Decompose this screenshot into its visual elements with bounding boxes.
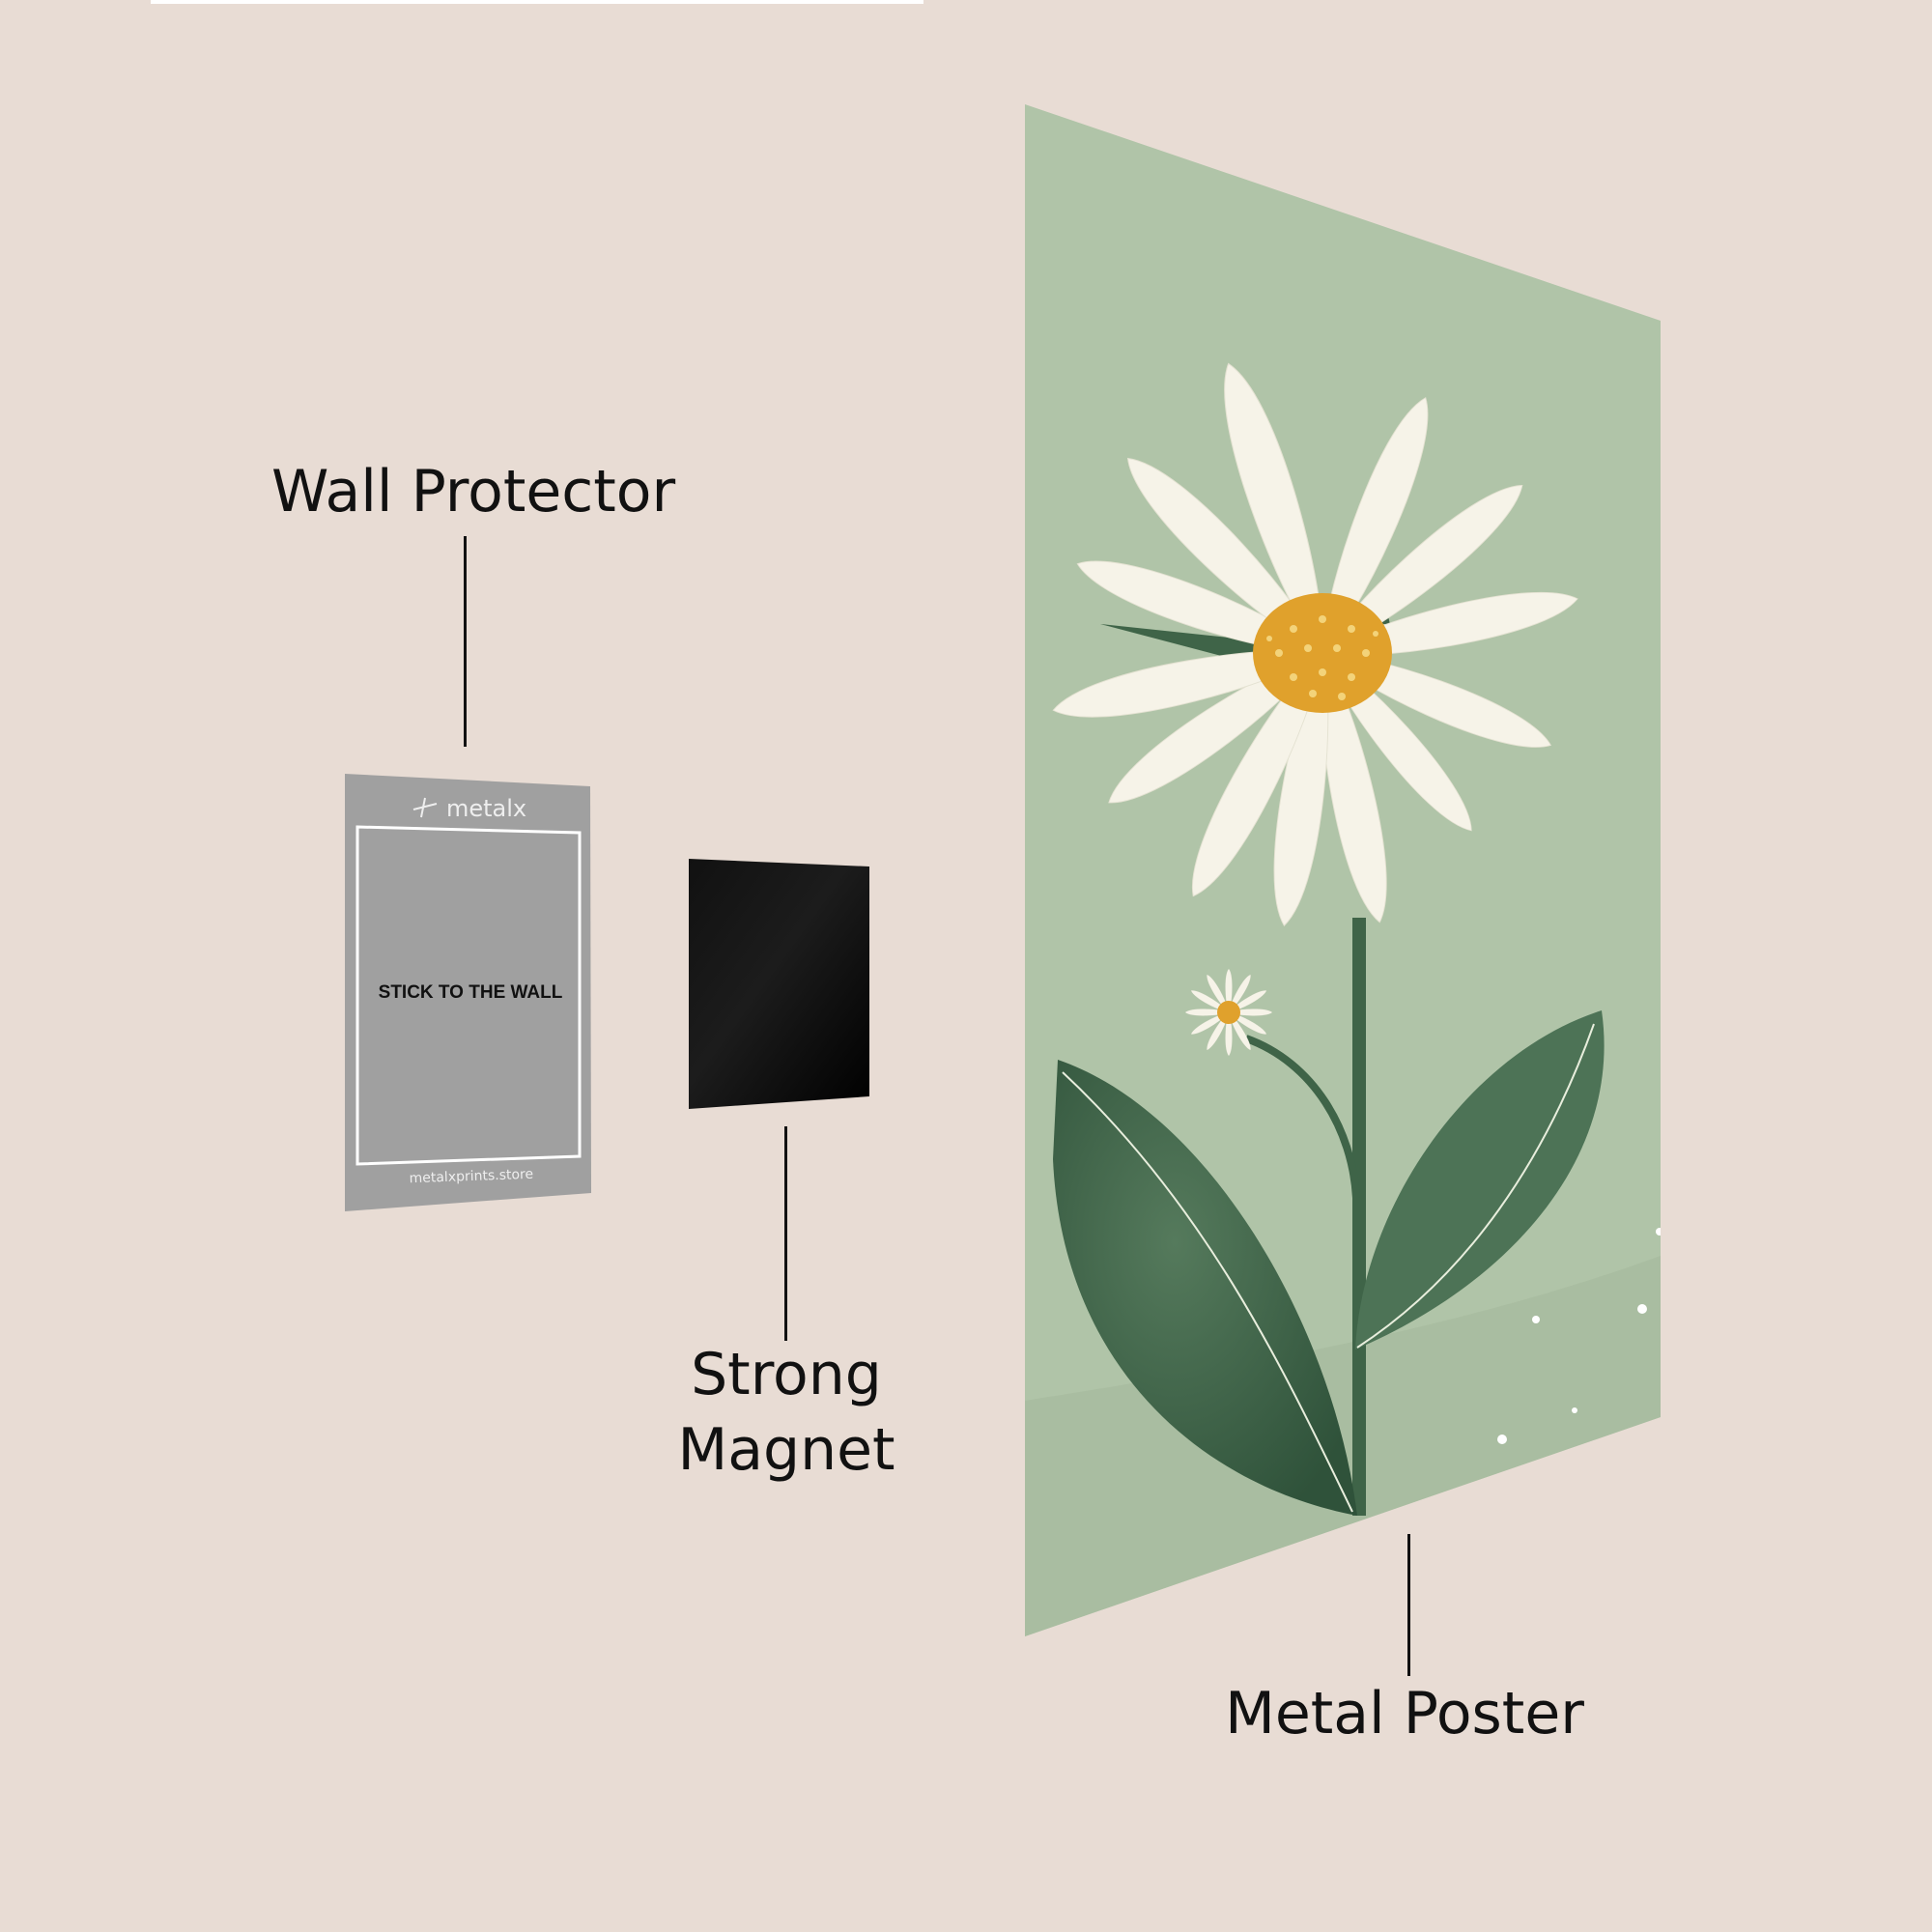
strong-magnet [689, 859, 869, 1109]
metal-poster-label: Metal Poster [1225, 1680, 1584, 1747]
brand-text: metalx [446, 795, 526, 822]
stick-to-wall-text: STICK TO THE WALL [379, 982, 563, 1003]
daisy-flower [1048, 355, 1582, 929]
strong-magnet-label: Strong Magnet [593, 1337, 980, 1488]
top-edge-strip [151, 0, 923, 4]
strong-magnet-label-line1: Strong [691, 1341, 882, 1408]
metalx-logo: metalx [412, 795, 526, 822]
right-leaf [1355, 1010, 1605, 1350]
magnet-pointer-line [784, 1126, 787, 1341]
left-leaf [1053, 1060, 1357, 1516]
flower-center [1253, 593, 1392, 713]
metal-poster [1025, 104, 1661, 1636]
wall-protector-pointer-line [464, 536, 467, 747]
wall-protector: metalx STICK TO THE WALL metalxprints.st… [345, 774, 591, 1211]
wall-protector-label: Wall Protector [271, 458, 676, 526]
white-specks [1497, 1228, 1661, 1444]
strong-magnet-label-line2: Magnet [677, 1416, 895, 1484]
small-daisy [1184, 968, 1273, 1057]
website-text: metalxprints.store [409, 1167, 533, 1186]
poster-pointer-line [1407, 1534, 1410, 1676]
